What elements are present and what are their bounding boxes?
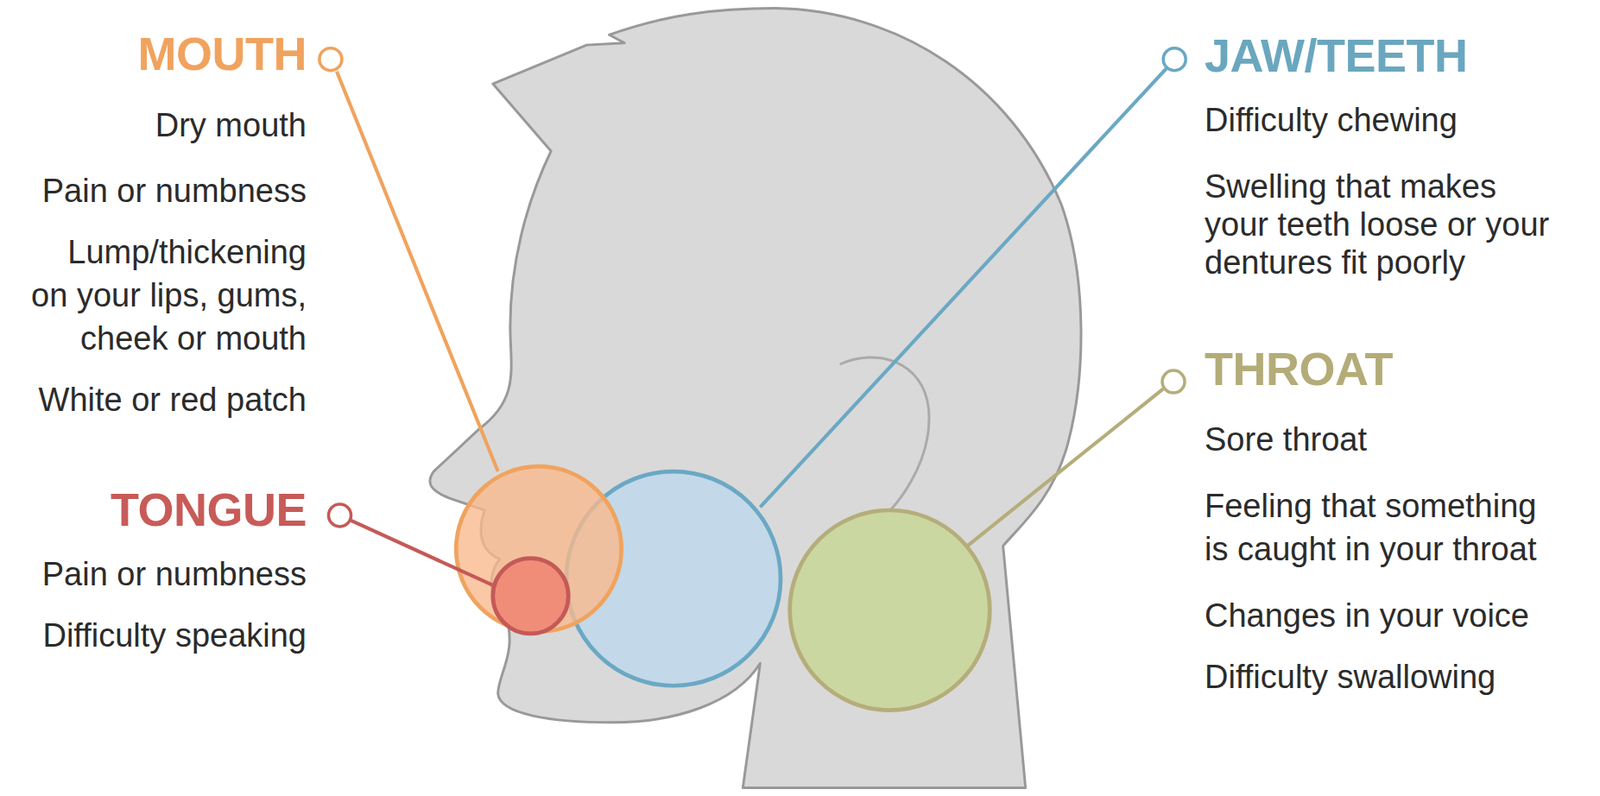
symptom-text: Swelling that makes your teeth loose or …: [1204, 167, 1568, 282]
symptom-text: Difficulty swallowing: [1204, 655, 1592, 699]
leader-line: [967, 388, 1164, 546]
leader-line: [759, 68, 1166, 507]
leader-marker: [328, 504, 352, 527]
leader-marker: [1163, 48, 1186, 71]
region-heading: THROAT: [1204, 344, 1592, 393]
symptom-text: Changes in your voice: [1204, 594, 1592, 638]
symptom-text: Dry mouth: [8, 103, 307, 147]
head-silhouette: [430, 8, 1082, 789]
symptom-text: Pain or numbness: [8, 169, 307, 213]
symptom-text: Lump/thickening on your lips, gums, chee…: [25, 230, 307, 361]
symptom-text: Feeling that something is caught in your…: [1204, 484, 1568, 571]
tongue-region: [493, 558, 569, 634]
region-heading: MOUTH: [8, 29, 307, 78]
symptom-text: Difficulty chewing: [1204, 98, 1592, 142]
symptom-text: Sore throat: [1204, 417, 1592, 462]
leader-line: [351, 520, 494, 587]
leader-marker: [319, 48, 342, 71]
throat-region: [790, 510, 991, 711]
symptom-text: Pain or numbness: [8, 552, 307, 596]
leader-marker: [1162, 370, 1185, 393]
symptom-text: White or red patch: [8, 378, 307, 422]
symptom-text: Difficulty speaking: [8, 613, 307, 658]
region-heading: JAW/TEETH: [1204, 31, 1592, 80]
region-heading: TONGUE: [8, 485, 307, 534]
leader-line: [336, 71, 499, 472]
